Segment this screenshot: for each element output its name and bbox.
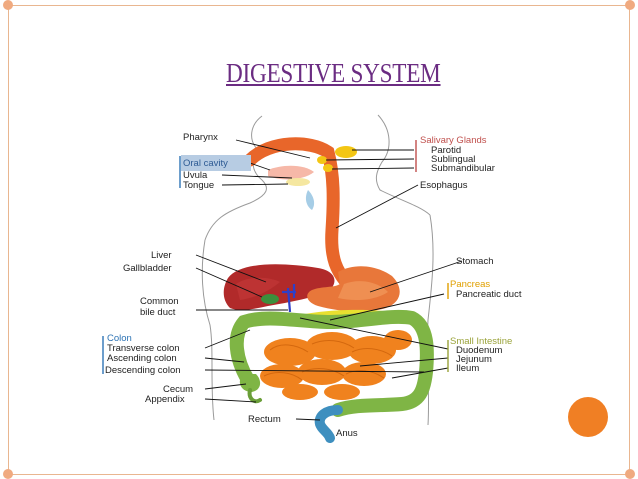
page-title: DIGESTIVE SYSTEM [226, 58, 441, 88]
label-duodenum: Duodenum [456, 345, 503, 356]
teeth-shape [286, 178, 310, 186]
parotid-gland [335, 146, 357, 158]
label-ileum: Ileum [456, 363, 479, 374]
label-colon: Colon [107, 333, 132, 344]
tongue-shape [268, 165, 314, 180]
label-gallbladder: Gallbladder [123, 263, 172, 274]
cecum-shape [239, 374, 261, 392]
label-descending-colon: Descending colon [105, 365, 181, 376]
label-common: Common [140, 296, 179, 307]
label-submandibular: Submandibular [431, 163, 495, 174]
label-rectum: Rectum [248, 414, 281, 425]
submandibular-gland [323, 164, 333, 172]
accent-circle [568, 397, 608, 437]
stomach-inner [338, 281, 388, 300]
label-salivary-glands: Salivary Glands [420, 135, 487, 146]
label-pharynx: Pharynx [183, 132, 218, 143]
appendix-shape [247, 388, 262, 404]
small-intestine-shape [260, 330, 412, 400]
label-bile-duct: bile duct [140, 307, 176, 318]
esophagus-shape [243, 137, 353, 289]
bottom-right-corner-dot [625, 469, 635, 479]
label-small-intestine: Small Intestine [450, 336, 512, 347]
label-brackets [102, 140, 449, 374]
label-parotid: Parotid [431, 145, 461, 156]
gallbladder-shape [261, 294, 279, 304]
top-right-corner-dot [625, 0, 635, 10]
label-transverse-colon: Transverse colon [107, 343, 180, 354]
liver-lobe [236, 277, 280, 300]
body-outline [201, 114, 434, 426]
label-ascending-colon: Ascending colon [107, 353, 177, 364]
label-appendix: Appendix [145, 394, 185, 405]
label-liver: Liver [151, 250, 172, 261]
oral-cavity-highlight [181, 155, 251, 171]
bottom-left-corner-dot [3, 469, 13, 479]
colon-shape [229, 309, 434, 417]
label-esophagus: Esophagus [420, 180, 468, 191]
label-anus: Anus [336, 428, 358, 439]
rectum-shape [314, 405, 343, 443]
label-cecum: Cecum [163, 384, 193, 395]
slide-frame [8, 5, 630, 475]
label-pancreatic-duct: Pancreatic duct [456, 289, 522, 300]
label-tongue: Tongue [183, 180, 214, 191]
leader-lines [195, 139, 463, 421]
sublingual-gland [317, 156, 327, 164]
small-intestine-folds [263, 340, 393, 381]
label-stomach: Stomach [456, 256, 494, 267]
label-oral-cavity: Oral cavity [183, 158, 228, 169]
label-jejunum: Jejunum [456, 354, 492, 365]
label-sublingual: Sublingual [431, 154, 475, 165]
liver-shape [223, 264, 335, 310]
trachea-shape [305, 190, 315, 210]
top-left-corner-dot [3, 0, 13, 10]
label-uvula: Uvula [183, 170, 208, 181]
bile-duct-shape [282, 284, 296, 313]
label-pancreas: Pancreas [450, 279, 490, 290]
